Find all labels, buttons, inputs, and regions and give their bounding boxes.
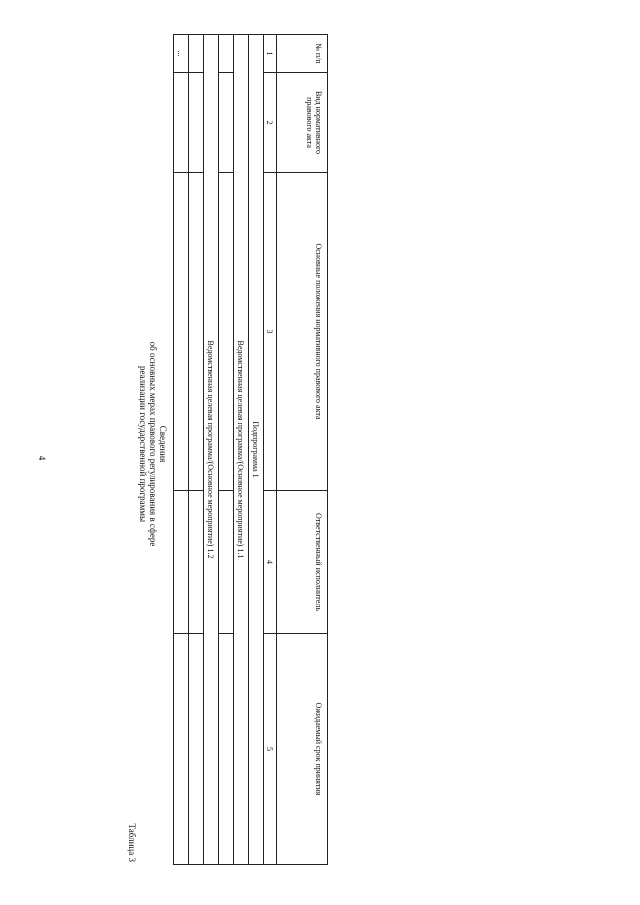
table-row: ... bbox=[173, 34, 189, 865]
legal-measures-table: № п/п Вид нормативного правового акта Ос… bbox=[173, 34, 328, 865]
header-cell-act-type: Вид нормативного правового акта bbox=[276, 72, 328, 173]
table-cell bbox=[218, 172, 234, 491]
section-title-cell: Ведомственная целевая программа/(Основно… bbox=[203, 34, 219, 865]
header-cell-main-provisions: Основные положения нормативного правовог… bbox=[276, 172, 328, 491]
heading-line: Сведения bbox=[158, 425, 168, 463]
section-title-cell: Ведомственная целевая программа/(Основно… bbox=[233, 34, 249, 865]
table-cell bbox=[173, 633, 189, 865]
table-cell bbox=[173, 172, 189, 491]
table-cell bbox=[173, 490, 189, 634]
section-row-program-1-1: Ведомственная целевая программа/(Основно… bbox=[233, 34, 249, 865]
table-cell bbox=[218, 633, 234, 865]
header-cell-responsible: Ответственный исполнитель bbox=[276, 490, 328, 634]
column-number-cell: 2 bbox=[263, 72, 277, 173]
section-row-program-1-2: Ведомственная целевая программа/(Основно… bbox=[203, 34, 219, 865]
table-row bbox=[218, 34, 234, 865]
table-cell bbox=[173, 72, 189, 173]
table-cell bbox=[188, 633, 204, 865]
table-header-row: № п/п Вид нормативного правового акта Ос… bbox=[276, 34, 328, 865]
table-cell bbox=[218, 34, 234, 73]
column-number-cell: 5 bbox=[263, 633, 277, 865]
column-number-row: 1 2 3 4 5 bbox=[263, 34, 277, 865]
table-cell bbox=[218, 490, 234, 634]
table-label: Таблица 3 bbox=[127, 823, 137, 863]
ellipsis-cell: ... bbox=[173, 34, 189, 73]
column-number-cell: 3 bbox=[263, 172, 277, 491]
section-row-subprogram: Подпрограмма 1 bbox=[248, 34, 264, 865]
document-heading: Сведения об основных мерах правового рег… bbox=[138, 214, 168, 674]
table-cell bbox=[188, 72, 204, 173]
heading-line: об основных мерах правового регулировани… bbox=[148, 341, 158, 547]
table-cell bbox=[188, 172, 204, 491]
column-number-cell: 1 bbox=[263, 34, 277, 73]
table-cell bbox=[218, 72, 234, 173]
table-cell bbox=[188, 34, 204, 73]
table-cell bbox=[188, 490, 204, 634]
column-number-cell: 4 bbox=[263, 490, 277, 634]
section-title-cell: Подпрограмма 1 bbox=[248, 34, 264, 865]
header-cell-deadline: Ожидаемый срок принятия bbox=[276, 633, 328, 865]
header-cell-number: № п/п bbox=[276, 34, 328, 73]
table-row bbox=[188, 34, 204, 865]
heading-line: реализации государственной программы bbox=[138, 365, 148, 523]
rotated-document-sheet: № п/п Вид нормативного правового акта Ос… bbox=[28, 34, 328, 865]
